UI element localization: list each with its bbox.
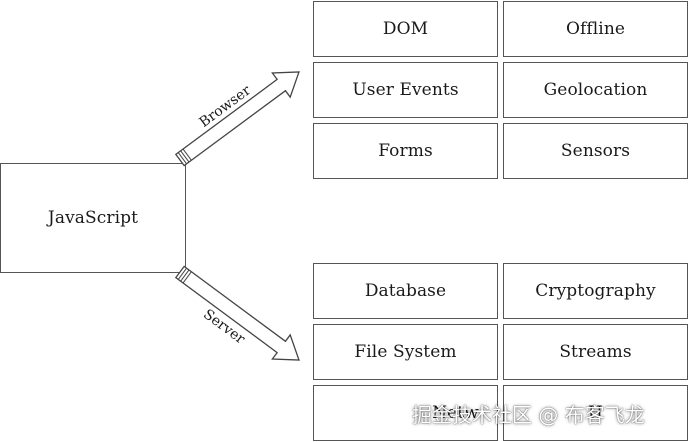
javascript-label: JavaScript [47, 208, 139, 228]
http-label: H [588, 403, 603, 423]
database-label: Database [364, 281, 447, 301]
offline-box: Offline [503, 1, 688, 57]
streams-box: Streams [503, 324, 688, 380]
sensors-label: Sensors [560, 141, 631, 161]
database-box: Database [313, 263, 498, 319]
file-system-box: File System [313, 324, 498, 380]
browser-arrow: Browser [174, 71, 300, 167]
forms-label: Forms [378, 141, 433, 161]
browser-arrow-label: Browser [196, 82, 254, 130]
server-arrow-label: Server [200, 306, 248, 347]
network-box: Netw [313, 385, 498, 441]
sensors-box: Sensors [503, 123, 688, 179]
watermark-text: 掘金技术社区 @ 布客飞龙 [412, 402, 645, 427]
browser-arrow-shape [174, 71, 300, 167]
server-arrow-tick [182, 271, 192, 284]
browser-arrow-tick [182, 148, 192, 161]
geolocation-label: Geolocation [543, 80, 648, 100]
javascript-box: JavaScript [0, 163, 186, 273]
geolocation-box: Geolocation [503, 62, 688, 118]
forms-box: Forms [313, 123, 498, 179]
file-system-label: File System [354, 342, 457, 362]
streams-label: Streams [559, 342, 632, 362]
server-arrow: Server [174, 265, 300, 361]
cryptography-label: Cryptography [535, 281, 656, 301]
dom-label: DOM [382, 19, 429, 39]
user-events-box: User Events [313, 62, 498, 118]
user-events-label: User Events [352, 80, 459, 100]
cryptography-box: Cryptography [503, 263, 688, 319]
server-arrow-shape [174, 265, 300, 361]
network-label: Netw [432, 403, 479, 423]
browser-arrow-tick [180, 150, 190, 163]
offline-label: Offline [565, 19, 626, 39]
http-box: H [503, 385, 688, 441]
dom-box: DOM [313, 1, 498, 57]
